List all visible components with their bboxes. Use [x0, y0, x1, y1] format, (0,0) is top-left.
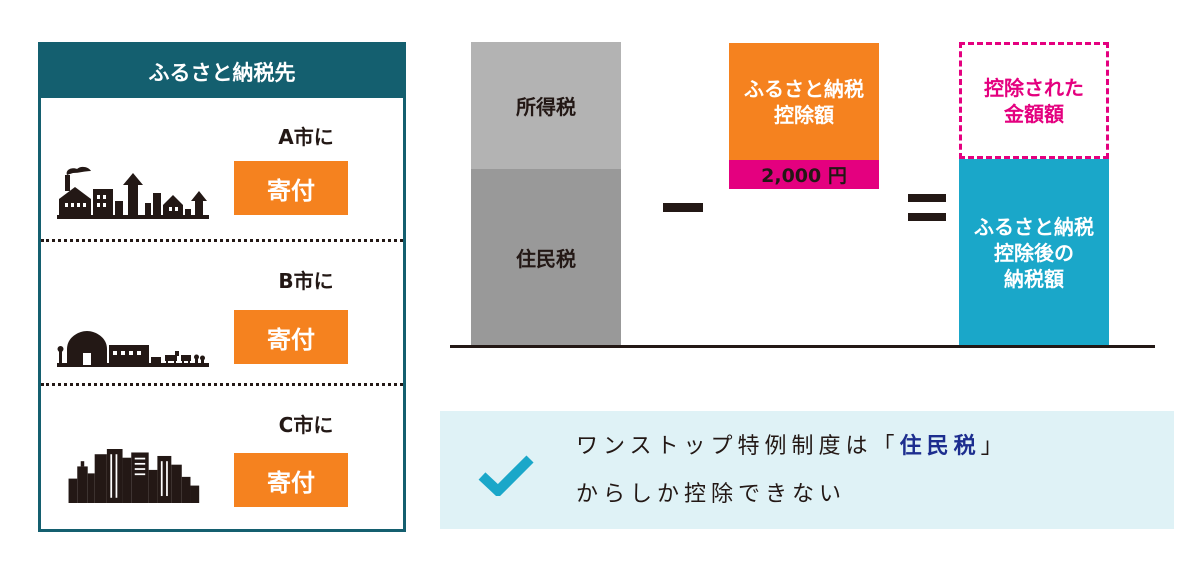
note-box: [440, 411, 1174, 529]
after-line1: ふるさと納税: [974, 214, 1094, 239]
city-c-label: C市に: [278, 413, 334, 437]
check-icon: [478, 455, 534, 496]
item-divider: [41, 383, 403, 386]
deducted-line1: 控除された: [984, 75, 1084, 100]
deduction-line1: ふるさと納税: [744, 76, 864, 101]
income-tax-block: 所得税: [471, 42, 621, 169]
self-pay-amount: 2,000 円: [729, 160, 879, 189]
farm-skyline-icon: [57, 331, 209, 367]
after-deduction-block: ふるさと納税 控除後の 納税額: [959, 159, 1109, 346]
deducted-amount-block: 控除された 金額額: [959, 42, 1109, 159]
donate-a-button[interactable]: 寄付: [234, 161, 348, 215]
note-highlight: 住民税: [899, 434, 981, 459]
baseline: [450, 345, 1155, 348]
donate-c-button[interactable]: 寄付: [234, 453, 348, 507]
donate-b-button[interactable]: 寄付: [234, 310, 348, 364]
city-b-label: B市に: [278, 269, 334, 293]
after-line2: 控除後の: [994, 240, 1074, 265]
resident-tax-block: 住民税: [471, 169, 621, 346]
note-prefix: ワンストップ特例制度は「: [576, 434, 900, 459]
city-a-label: A市に: [278, 125, 334, 149]
note-line2: からしか控除できない: [576, 482, 847, 507]
after-line3: 納税額: [1004, 266, 1064, 291]
equals-bar-top: [908, 194, 946, 202]
note-line1: ワンストップ特例制度は「住民税」: [576, 428, 1008, 460]
town-skyline-icon: [57, 166, 209, 219]
panel-title: ふるさと納税先: [41, 45, 403, 98]
minus-sign: [663, 203, 703, 212]
note-suffix: 」: [980, 434, 1008, 459]
deducted-line2: 金額額: [1004, 101, 1064, 126]
deduction-line2: 控除額: [774, 102, 834, 127]
equals-bar-bottom: [908, 213, 946, 221]
item-divider: [41, 239, 403, 242]
deduction-block: ふるさと納税 控除額: [729, 43, 879, 160]
furusato-destination-panel: ふるさと納税先 A市に 寄付 B市に 寄付: [38, 42, 406, 532]
city-skyline-icon: [68, 449, 200, 503]
